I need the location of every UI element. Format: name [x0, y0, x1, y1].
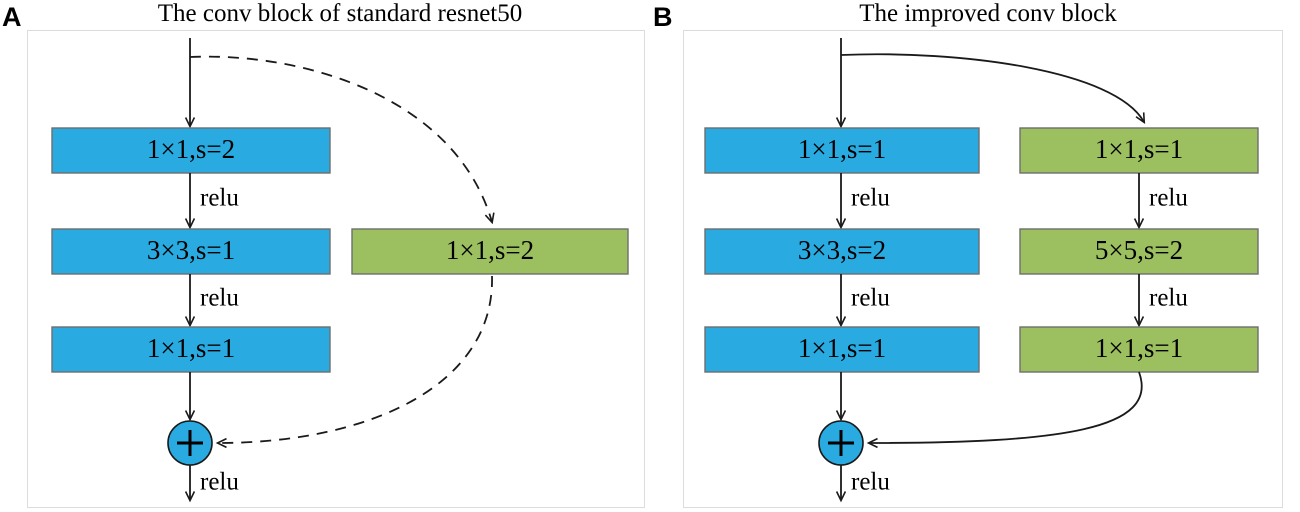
node-box-a-main-3 [51, 326, 331, 373]
panel-title-a: The conv block of standard resnet50 [157, 0, 523, 27]
skip-connection-a-bottom [218, 275, 493, 443]
panel-title-b: The improved conv block [859, 0, 1117, 27]
edge-label-a-relu-2: relu [200, 285, 239, 312]
skip-connection-b-bottom [869, 371, 1143, 443]
node-box-b-main-3 [704, 326, 980, 373]
node-label-b-shortcut-3: 1×1,s=1 [1095, 333, 1183, 363]
node-label-a-main-2: 3×3,s=1 [147, 235, 235, 265]
node-label-b-shortcut-2: 5×5,s=2 [1095, 235, 1183, 265]
node-box-a-main-2 [51, 228, 331, 275]
panel-label-a: A [2, 2, 22, 32]
node-box-a-main-1 [51, 127, 331, 174]
node-box-b-main-2 [704, 228, 980, 275]
node-label-b-main-3: 1×1,s=1 [798, 333, 886, 363]
node-label-a-shortcut-1: 1×1,s=2 [446, 235, 534, 265]
skip-connection-b-top [840, 53, 1144, 122]
panel-label-b: B [653, 2, 673, 32]
edge-label-a-relu-1: relu [200, 185, 239, 212]
skip-connection-a-top [189, 55, 492, 222]
edge-label-a-relu-out: relu [200, 469, 239, 496]
node-label-a-main-1: 1×1,s=2 [147, 134, 235, 164]
edge-label-b-relu-2: relu [851, 285, 890, 312]
node-label-b-shortcut-1: 1×1,s=1 [1095, 134, 1183, 164]
edge-label-b-relu-s2: relu [1149, 285, 1188, 312]
node-label-b-main-2: 3×3,s=2 [798, 235, 886, 265]
edge-label-b-relu-s1: relu [1149, 185, 1188, 212]
node-label-a-main-3: 1×1,s=1 [147, 333, 235, 363]
edge-label-b-relu-1: relu [851, 185, 890, 212]
edge-label-b-relu-out: relu [851, 469, 890, 496]
node-box-b-shortcut-2 [1019, 228, 1259, 275]
node-box-b-main-1 [704, 127, 980, 174]
node-box-b-shortcut-1 [1019, 127, 1259, 174]
node-label-b-main-1: 1×1,s=1 [798, 134, 886, 164]
node-box-b-shortcut-3 [1019, 326, 1259, 373]
node-box-a-shortcut-1 [351, 228, 629, 275]
